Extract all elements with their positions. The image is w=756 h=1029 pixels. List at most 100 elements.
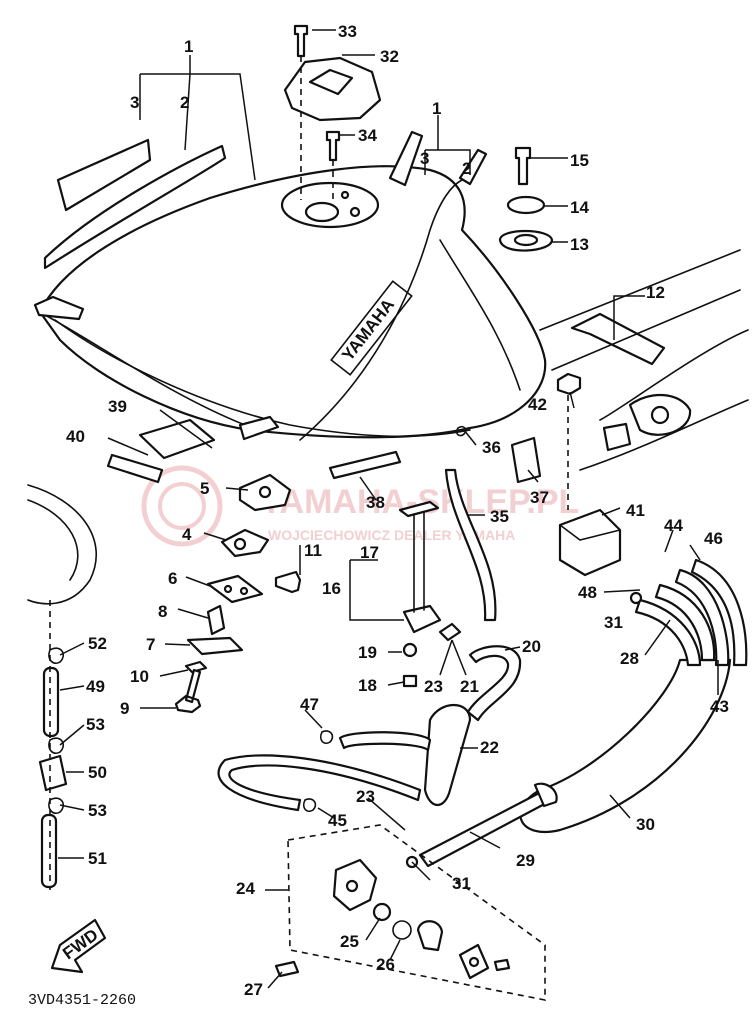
- callout-2: 2: [462, 159, 471, 178]
- fuel-cap-assembly: [283, 24, 382, 200]
- clip-53-lower: [48, 797, 65, 815]
- callout-47: 47: [300, 695, 319, 714]
- tank-decal-2-stripe-right: [458, 148, 488, 186]
- callout-5: 5: [200, 479, 209, 498]
- bolt-9: [174, 668, 202, 714]
- callout-19: 19: [358, 643, 377, 662]
- screw-27: [274, 960, 300, 978]
- callout-48: 48: [578, 583, 597, 602]
- callout-32: 32: [380, 47, 399, 66]
- callout-50: 50: [88, 763, 107, 782]
- frame-section: [539, 249, 749, 471]
- clamp-21: [438, 622, 462, 642]
- fuel-cock-body: [402, 604, 442, 634]
- seal-25: [372, 902, 392, 922]
- panel-37: [510, 436, 542, 484]
- plate-6-hole: [223, 584, 233, 594]
- fuel-cock-gasket: [398, 500, 440, 518]
- hose-long: [217, 754, 422, 812]
- callout-29: 29: [516, 851, 535, 870]
- bracket-12-edge: [589, 333, 653, 365]
- frame-tube: [551, 289, 741, 371]
- callout-41: 41: [626, 501, 645, 520]
- frame-part-left: [27, 484, 98, 605]
- callout-4: 4: [182, 525, 192, 544]
- fuel-tank-lower-edge: [54, 319, 471, 438]
- callout-49: 49: [86, 677, 105, 696]
- clip-36: [455, 425, 467, 437]
- bolt-11: [274, 570, 302, 594]
- fuel-tank-mounting-rail: [44, 314, 246, 426]
- callout-14: 14: [570, 198, 589, 217]
- forward-arrow: FWD: [50, 918, 107, 974]
- callout-53: 53: [88, 801, 107, 820]
- callout-53: 53: [86, 715, 105, 734]
- screw-18: [402, 674, 418, 688]
- callout-42: 42: [528, 395, 547, 414]
- watermark-title: YAMAHA-SKLEP.PL: [260, 483, 579, 521]
- callout-10: 10: [130, 667, 149, 686]
- callout-24: 24: [236, 879, 255, 898]
- callout-18: 18: [358, 676, 377, 695]
- fuel-tank-side-panel-inner: [439, 239, 521, 391]
- damper-13-hole: [513, 233, 539, 247]
- clip-47: [319, 730, 334, 745]
- collar-8: [206, 604, 226, 636]
- fuel-sensor-41-top: [559, 524, 621, 541]
- pump-port: [345, 879, 359, 893]
- pipe-43: [674, 568, 730, 667]
- hose-51: [40, 813, 58, 889]
- clip-53-upper: [48, 737, 65, 755]
- callout-13: 13: [570, 235, 589, 254]
- plate-7: [186, 636, 244, 656]
- canister-30: [519, 658, 732, 833]
- bracket-4-hole: [233, 537, 247, 551]
- callout-2: 2: [180, 93, 189, 112]
- pipe-28: [634, 598, 702, 667]
- forward-arrow-icon: [50, 918, 107, 974]
- diagram-code: 3VD4351-2260: [28, 992, 136, 1009]
- fuel-cap-lid: [308, 68, 354, 96]
- callout-43: 43: [710, 697, 729, 716]
- callout-23: 23: [424, 677, 443, 696]
- callout-46: 46: [704, 529, 723, 548]
- hose-35: [444, 468, 497, 622]
- filler-bolt-hole: [349, 206, 361, 218]
- callout-38: 38: [366, 493, 385, 512]
- frame-tube: [579, 399, 749, 471]
- assembly-24-box: [287, 824, 546, 1001]
- hose-49: [42, 666, 60, 738]
- callout-12: 12: [646, 283, 665, 302]
- tank-rear-bracket: [238, 415, 280, 441]
- lever-plate-hole: [468, 956, 480, 968]
- fitting-31-upper: [629, 591, 643, 605]
- washer-14: [506, 195, 546, 215]
- washer-19: [402, 642, 418, 658]
- callout-44: 44: [664, 516, 683, 535]
- filter-50: [38, 754, 68, 792]
- fuel-tank-side-panel: [299, 179, 463, 441]
- plate-6: [206, 574, 264, 604]
- tank-decal-3-right: [388, 130, 424, 187]
- frame-part-left-inner: [27, 499, 79, 581]
- callout-27: 27: [244, 980, 263, 999]
- tank-emblem-outline: [330, 280, 413, 376]
- callout-40: 40: [66, 427, 85, 446]
- strip-40: [106, 453, 164, 484]
- filler-neck-opening: [304, 201, 340, 223]
- bracket-12: [570, 312, 666, 366]
- watermark-logo-inner: [158, 482, 206, 530]
- callout-15: 15: [570, 151, 589, 170]
- callout-1: 1: [184, 37, 193, 56]
- callout-45: 45: [328, 811, 347, 830]
- callout-31: 31: [604, 613, 623, 632]
- nut-42: [556, 372, 582, 396]
- callout-3: 3: [420, 149, 429, 168]
- callout-9: 9: [120, 699, 129, 718]
- hose-47: [338, 731, 432, 752]
- callout-35: 35: [490, 507, 509, 526]
- callout-30: 30: [636, 815, 655, 834]
- watermark-logo: [141, 465, 223, 547]
- bracket-5-hole: [258, 485, 272, 499]
